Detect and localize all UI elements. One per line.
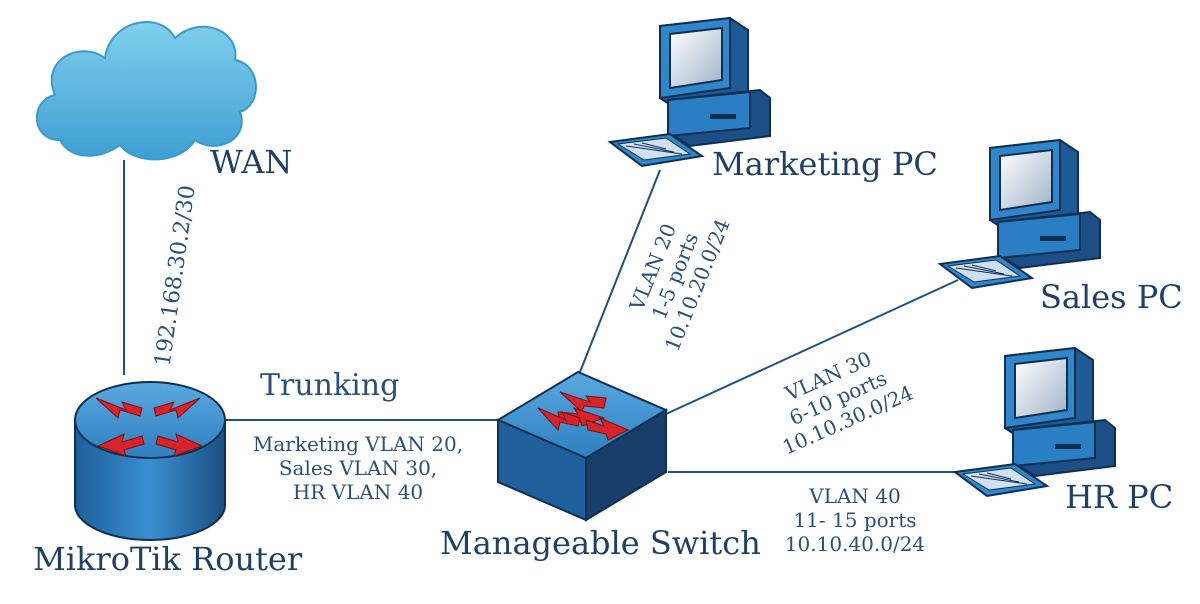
hr-vlan: VLAN 40 [809, 484, 901, 508]
switch-label: Manageable Switch [440, 524, 761, 562]
sales-pc-label: Sales PC [1040, 278, 1183, 316]
wan-cloud [35, 21, 257, 161]
switch-icon [495, 370, 669, 522]
hr-subnet: 10.10.40.0/24 [784, 532, 926, 556]
trunk-line: Marketing VLAN 20, [252, 432, 464, 456]
hr-pc-icon [954, 347, 1116, 497]
hr-link-label: VLAN 40 11- 15 ports 10.10.40.0/24 [775, 484, 935, 556]
marketing-pc-icon [609, 17, 771, 167]
wan-label: WAN [210, 143, 293, 181]
trunk-line: HR VLAN 40 [292, 480, 424, 504]
marketing-link [579, 169, 661, 373]
trunk-details: Marketing VLAN 20, Sales VLAN 30, HR VLA… [238, 432, 478, 504]
trunk-title: Trunking [260, 368, 400, 403]
trunk-line: Sales VLAN 30, [278, 456, 438, 480]
sales-pc-icon [939, 139, 1101, 289]
router-icon [74, 381, 226, 541]
hr-ports: 11- 15 ports [793, 508, 917, 532]
hr-pc-label: HR PC [1065, 478, 1174, 516]
connection-lines [123, 160, 959, 473]
marketing-pc-label: Marketing PC [712, 145, 938, 183]
router-label: MikroTik Router [33, 540, 303, 578]
sales-link [665, 279, 959, 415]
